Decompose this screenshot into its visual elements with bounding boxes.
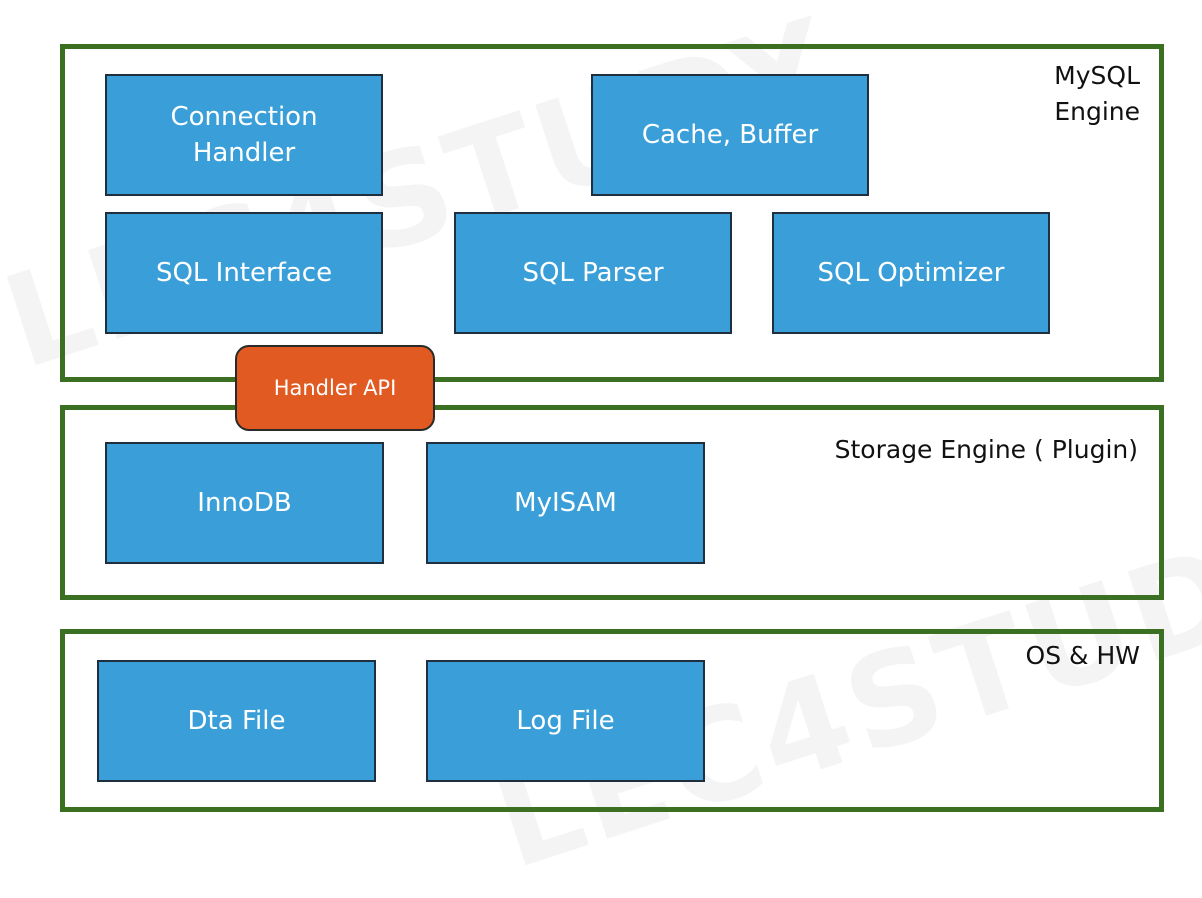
storage-engine-label: Storage Engine ( Plugin) [834, 435, 1138, 464]
innodb-box: InnoDB [105, 442, 384, 564]
connection-handler-box: Connection Handler [105, 74, 383, 196]
cache-buffer-box: Cache, Buffer [591, 74, 869, 196]
handler-api-box: Handler API [235, 345, 435, 431]
os-hw-layer [60, 629, 1164, 812]
mysql-engine-layer [60, 44, 1164, 382]
data-file-box: Dta File [97, 660, 376, 782]
os-hw-label: OS & HW [1025, 641, 1140, 670]
sql-interface-box: SQL Interface [105, 212, 383, 334]
storage-engine-layer [60, 405, 1164, 600]
log-file-box: Log File [426, 660, 705, 782]
mysql-engine-label: MySQL Engine [1054, 61, 1140, 126]
sql-optimizer-box: SQL Optimizer [772, 212, 1050, 334]
sql-parser-box: SQL Parser [454, 212, 732, 334]
myisam-box: MyISAM [426, 442, 705, 564]
